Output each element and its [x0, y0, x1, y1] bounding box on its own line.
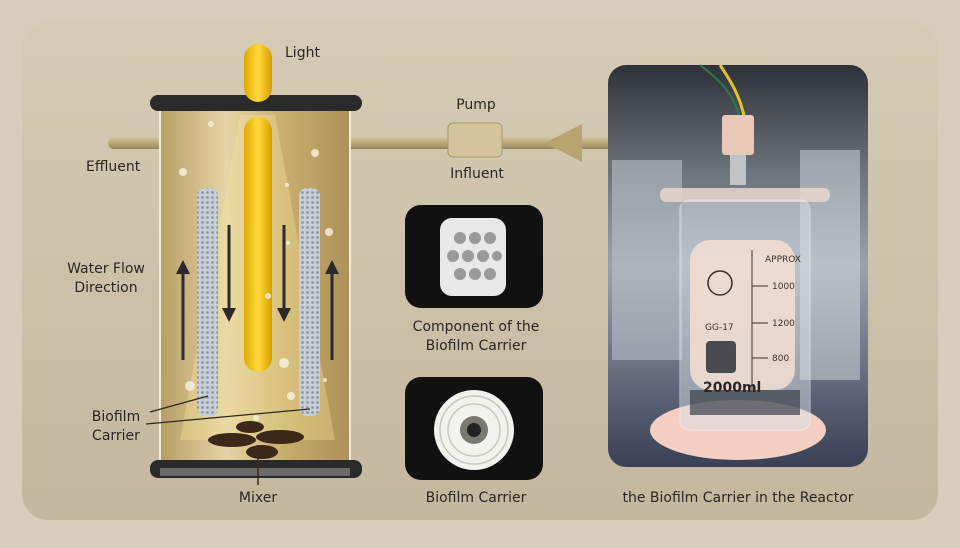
carrier-component-image [405, 205, 543, 308]
photo-mark-1200: 1200 [772, 319, 795, 329]
label-biofilm-carrier-2: Carrier [92, 428, 140, 444]
label-reactor-photo: the Biofilm Carrier in the Reactor [622, 490, 853, 506]
label-pump: Pump [456, 97, 496, 113]
photo-brand: GG-17 [705, 323, 734, 333]
biofilm-carrier-image [405, 377, 543, 480]
label-water-flow-2: Direction [74, 280, 137, 296]
light-bulb-icon [244, 44, 272, 102]
reactor [150, 44, 362, 485]
label-influent: Influent [450, 166, 504, 182]
effluent-pipe [108, 137, 163, 149]
photo-volume: 2000ml [703, 380, 761, 396]
leader-line [145, 408, 311, 425]
flow-arrow-icon [545, 124, 582, 162]
reactor-top-cap [150, 95, 362, 111]
bubbles [179, 121, 333, 421]
label-mixer: Mixer [239, 490, 277, 506]
photo-mark-800: 800 [772, 354, 789, 364]
label-water-flow: Water Flow [67, 261, 145, 277]
pump-icon [447, 122, 503, 158]
label-effluent: Effluent [86, 159, 141, 175]
label-light: Light [285, 45, 320, 61]
light-rod [244, 117, 272, 372]
label-biofilm-carrier: Biofilm [92, 409, 140, 425]
label-component-2: Biofilm Carrier [426, 338, 527, 354]
reactor-photo [608, 64, 868, 467]
biofilm-carrier-left [197, 188, 218, 416]
photo-approx: APPROX [765, 255, 801, 265]
label-component: Component of the [413, 319, 540, 335]
mixer-icon [208, 421, 304, 459]
label-carrier: Biofilm Carrier [426, 490, 527, 506]
leader-line [149, 395, 209, 413]
photo-mark-1000: 1000 [772, 282, 795, 292]
biofilm-carrier-right [299, 188, 320, 416]
